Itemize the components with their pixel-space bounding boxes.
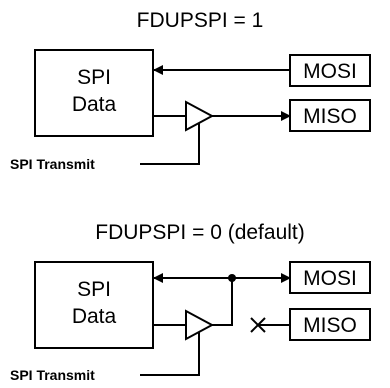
diagram-title: FDUPSPI = 0 (default): [95, 221, 305, 244]
spi-transmit-label: SPI Transmit: [10, 367, 95, 383]
diagram-full-duplex: FDUPSPI = 1 SPI Data MOSI MISO SPI Trans…: [10, 9, 371, 172]
miso-pin-box: [289, 99, 371, 132]
buffer-output-line: [212, 278, 233, 326]
transmit-enable-line: [140, 332, 200, 376]
spi-transmit-label: SPI Transmit: [10, 156, 95, 172]
mosi-pin-label: MOSI: [303, 60, 357, 83]
diagram-half-duplex: FDUPSPI = 0 (default) SPI Data MOSI MISO…: [10, 221, 371, 383]
disconnect-x-icon: [250, 317, 266, 333]
transmit-enable-line: [140, 123, 200, 165]
mosi-pin-box: [289, 54, 371, 87]
spi-data-label-line2: Data: [72, 305, 117, 328]
diagram-title: FDUPSPI = 1: [137, 9, 264, 32]
spi-data-box: [34, 261, 154, 349]
spi-data-label-line1: SPI: [77, 278, 111, 301]
spi-data-label-line2: Data: [72, 93, 117, 116]
miso-pin-label: MISO: [303, 105, 357, 128]
spi-data-label-line1: SPI: [77, 66, 111, 89]
spi-data-box: [34, 49, 154, 137]
mosi-pin-label: MOSI: [303, 267, 357, 290]
miso-pin-label: MISO: [303, 314, 357, 337]
miso-pin-box: [289, 308, 371, 341]
